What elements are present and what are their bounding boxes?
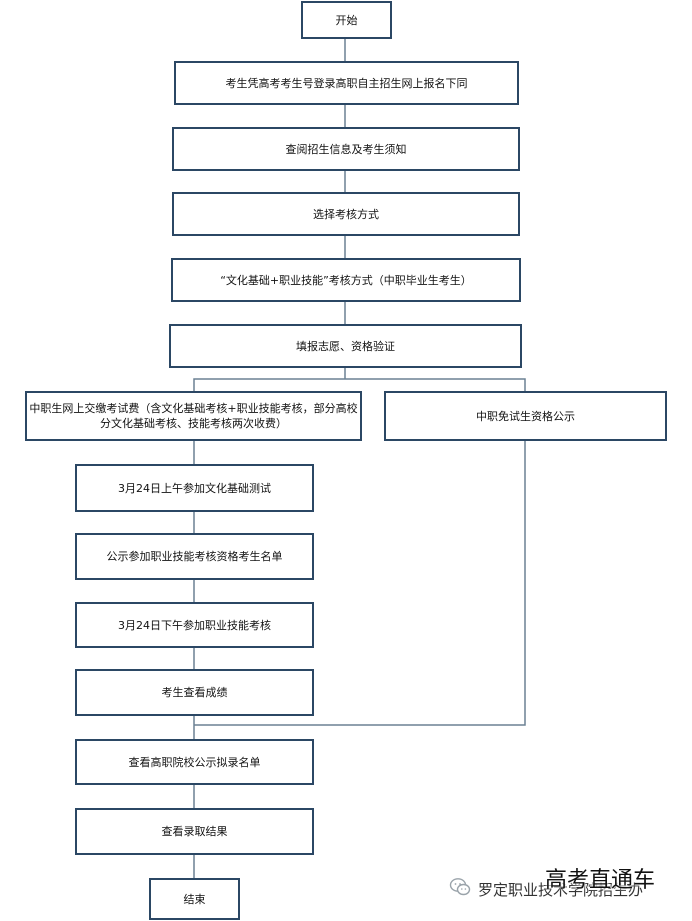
fill-node: 填报志愿、资格验证 [169, 324, 522, 368]
notice-node: 公示参加职业技能考核资格考生名单 [75, 533, 314, 580]
watermark-org: 罗定职业技术学院招生办 [478, 881, 644, 899]
edge-branch-split [193, 378, 526, 391]
select-node: 选择考核方式 [172, 192, 520, 236]
exempt-node: 中职免试生资格公示 [384, 391, 667, 441]
score-node: 考生查看成绩 [75, 669, 314, 716]
method-node: “文化基础+职业技能”考核方式（中职毕业生考生） [171, 258, 521, 302]
pay-node: 中职生网上交缴考试费（含文化基础考核+职业技能考核，部分高校分文化基础考核、技能… [25, 391, 362, 441]
admit-list-node: 查看高职院校公示拟录名单 [75, 739, 314, 785]
end-node: 结束 [149, 878, 240, 920]
edge-exempt-merge [194, 441, 526, 726]
query-node: 查阅招生信息及考生须知 [172, 127, 520, 171]
wechat-icon [449, 878, 471, 896]
watermark-brand: 高考直通车 [545, 868, 656, 893]
test-am-node: 3月24日上午参加文化基础测试 [75, 464, 314, 512]
start-node: 开始 [301, 1, 392, 39]
test-pm-node: 3月24日下午参加职业技能考核 [75, 602, 314, 648]
login-node: 考生凭高考考生号登录高职自主招生网上报名下同 [174, 61, 519, 105]
result-node: 查看录取结果 [75, 808, 314, 855]
